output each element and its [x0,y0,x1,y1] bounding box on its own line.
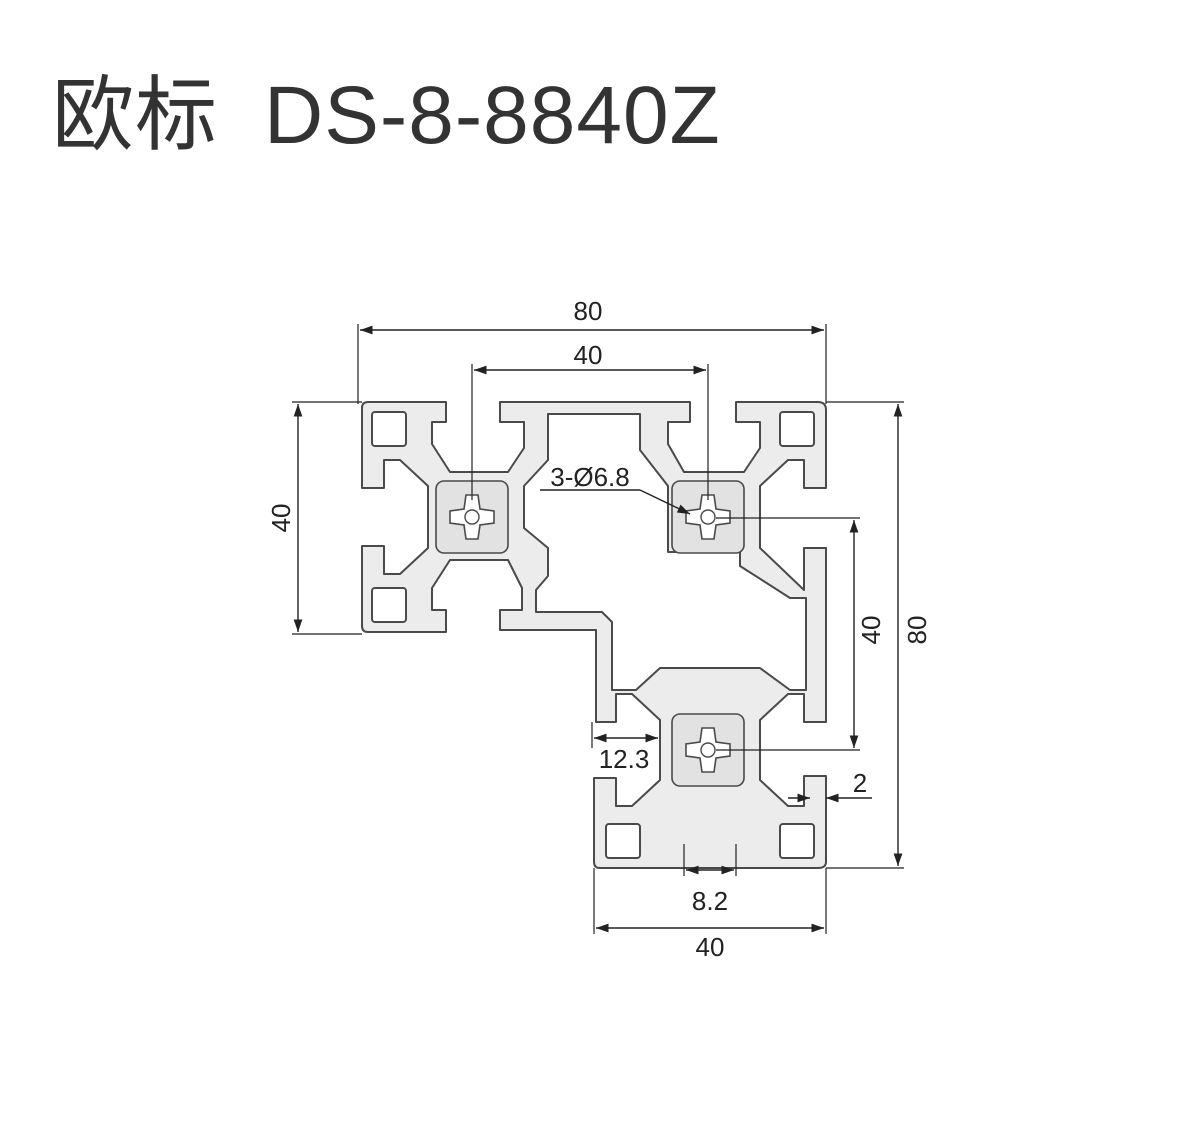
hole-callout: 3-Ø6.8 [550,462,630,492]
page-title: 欧标 DS-8-8840Z [52,48,721,167]
pocket-bottom-left-lower [605,823,641,859]
title-model: DS-8-8840Z [264,70,721,161]
dim-slot-offset: 12.3 [599,744,650,774]
bore-bottom [671,713,745,787]
dimensions: 80 40 40 40 80 40 8.2 2 [266,296,932,962]
dim-right-inner: 40 [856,616,886,645]
profile-cross-section [361,401,827,869]
pocket-top-left [371,411,407,447]
pocket-bottom-left [371,587,407,623]
pocket-top-right [779,411,815,447]
title-prefix: 欧标 [52,70,219,161]
dim-left-height: 40 [266,504,296,533]
dim-slot-opening: 8.2 [692,886,728,916]
dim-wall-thickness: 2 [853,768,867,798]
bore-top-left [435,480,509,554]
dim-top-inner: 40 [574,340,603,370]
dim-top-overall: 80 [574,296,603,326]
dim-bottom-width: 40 [696,932,725,962]
dim-right-overall: 80 [902,616,932,645]
pocket-bottom-right [779,823,815,859]
